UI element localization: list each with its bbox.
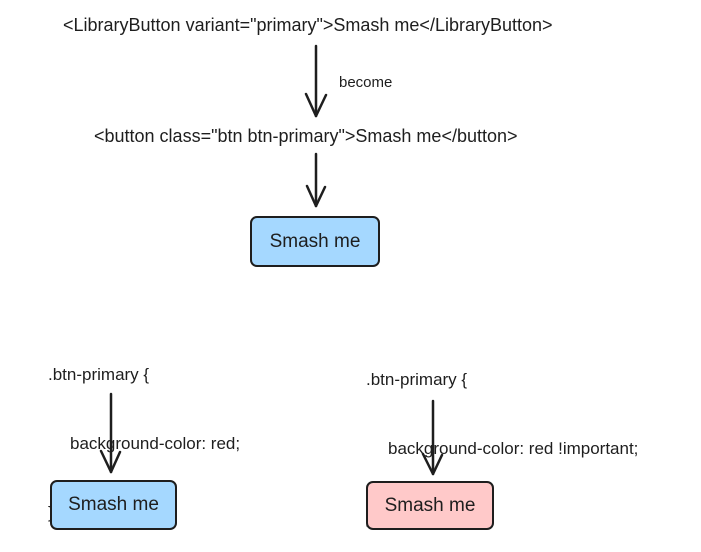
rendered-button-important-override[interactable]: Smash me (366, 481, 494, 530)
arrow-right-css (421, 399, 444, 476)
css-declaration-line: background-color: red; (70, 434, 241, 453)
rendered-button-default[interactable]: Smash me (250, 216, 380, 267)
rendered-button-plain-override[interactable]: Smash me (50, 480, 177, 530)
arrow-become (304, 44, 328, 118)
arrow-to-rendered-button (305, 152, 327, 208)
css-selector-line: .btn-primary { (48, 365, 150, 384)
arrow-left-css (99, 392, 122, 474)
library-button-code: <LibraryButton variant="primary">Smash m… (63, 15, 553, 35)
css-selector-line: .btn-primary { (366, 370, 468, 389)
native-button-code: <button class="btn btn-primary">Smash me… (94, 126, 518, 146)
css-override-important: .btn-primary { background-color: red !im… (366, 322, 638, 552)
css-declaration-line: background-color: red !important; (388, 439, 639, 458)
css-override-plain: .btn-primary { background-color: red; } (48, 317, 240, 547)
become-label: become (339, 74, 393, 91)
